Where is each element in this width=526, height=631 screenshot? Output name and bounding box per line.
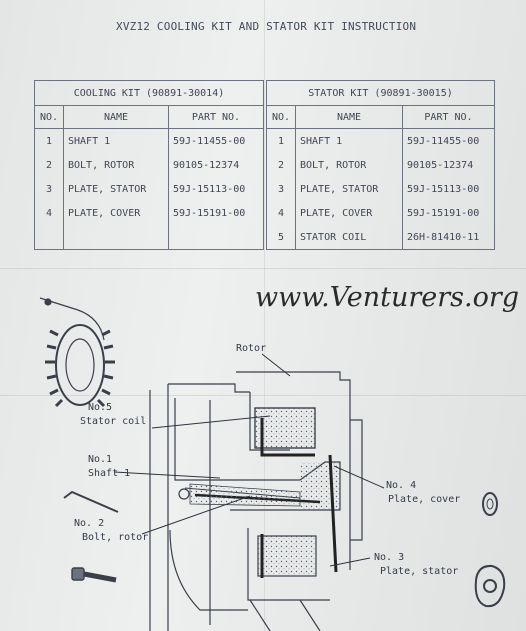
assembly-diagram — [39, 297, 506, 631]
cell-part: 90105-12374 — [402, 153, 495, 177]
cell-no: 1 — [34, 128, 64, 153]
label-bolt-rotor: Bolt, rotor — [82, 532, 149, 543]
cell-part: 90105-12374 — [168, 153, 264, 177]
cell-name: SHAFT 1 — [295, 128, 403, 153]
col-header-name: NAME — [63, 105, 169, 129]
cell-no: 3 — [34, 177, 64, 201]
cover-plate-illustration — [474, 564, 506, 608]
cell-no: 4 — [34, 201, 64, 225]
col-header-no: NO. — [266, 105, 296, 129]
empty-cell — [63, 225, 169, 250]
col-header-part: PART NO. — [402, 105, 495, 129]
cell-name: PLATE, STATOR — [63, 177, 169, 201]
label-no5: No.5 — [88, 402, 113, 413]
col-header-name: NAME — [295, 105, 403, 129]
fold-line — [0, 395, 526, 396]
label-no4: No. 4 — [386, 480, 417, 491]
cell-part: 59J-15191-00 — [402, 201, 495, 225]
page-title: XVZ12 COOLING KIT AND STATOR KIT INSTRUC… — [116, 20, 417, 33]
leader-lines — [113, 353, 385, 567]
cell-no: 2 — [34, 153, 64, 177]
cell-part: 59J-11455-00 — [402, 128, 495, 153]
fold-line — [0, 268, 526, 269]
shaft-illustration — [63, 490, 119, 513]
cell-part: 59J-15113-00 — [168, 177, 264, 201]
col-header-part: PART NO. — [168, 105, 264, 129]
cell-part: 26H-81410-11 — [402, 225, 495, 250]
label-no3: No. 3 — [374, 552, 405, 563]
cell-name: PLATE, COVER — [295, 201, 403, 225]
cell-part: 59J-15113-00 — [402, 177, 495, 201]
cell-name: STATOR COIL — [295, 225, 403, 250]
stator-kit-table: STATOR KIT (90891-30015) NO. NAME PART N… — [266, 80, 495, 250]
cell-name: BOLT, ROTOR — [295, 153, 403, 177]
cell-no: 3 — [266, 177, 296, 201]
bolt-illustration — [71, 567, 117, 583]
label-rotor: Rotor — [236, 343, 267, 354]
fold-line — [264, 0, 265, 631]
label-shaft1: Shaft 1 — [88, 468, 131, 479]
label-plate-stator: Plate, stator — [380, 566, 459, 577]
cell-name: BOLT, ROTOR — [63, 153, 169, 177]
empty-cell — [168, 225, 264, 250]
cell-name: SHAFT 1 — [63, 128, 169, 153]
cell-name: PLATE, COVER — [63, 201, 169, 225]
stator-kit-caption: STATOR KIT (90891-30015) — [266, 80, 495, 106]
col-header-no: NO. — [34, 105, 64, 129]
cell-no: 2 — [266, 153, 296, 177]
cross-section — [149, 371, 363, 631]
cell-no: 1 — [266, 128, 296, 153]
watermark-url: www.Venturers.org — [255, 282, 520, 313]
cooling-kit-caption: COOLING KIT (90891-30014) — [34, 80, 264, 106]
label-stator-coil: Stator coil — [80, 416, 147, 427]
cell-part: 59J-11455-00 — [168, 128, 264, 153]
washer-illustration — [482, 492, 498, 516]
cell-no: 5 — [266, 225, 296, 250]
label-no2: No. 2 — [74, 518, 105, 529]
cell-no: 4 — [266, 201, 296, 225]
cell-part: 59J-15191-00 — [168, 201, 264, 225]
cell-name: PLATE, STATOR — [295, 177, 403, 201]
label-no1: No.1 — [88, 454, 113, 465]
empty-cell — [34, 225, 64, 250]
stator-coil-illustration — [39, 297, 115, 408]
cooling-kit-table: COOLING KIT (90891-30014) NO. NAME PART … — [34, 80, 264, 250]
label-plate-cover: Plate, cover — [388, 494, 461, 505]
